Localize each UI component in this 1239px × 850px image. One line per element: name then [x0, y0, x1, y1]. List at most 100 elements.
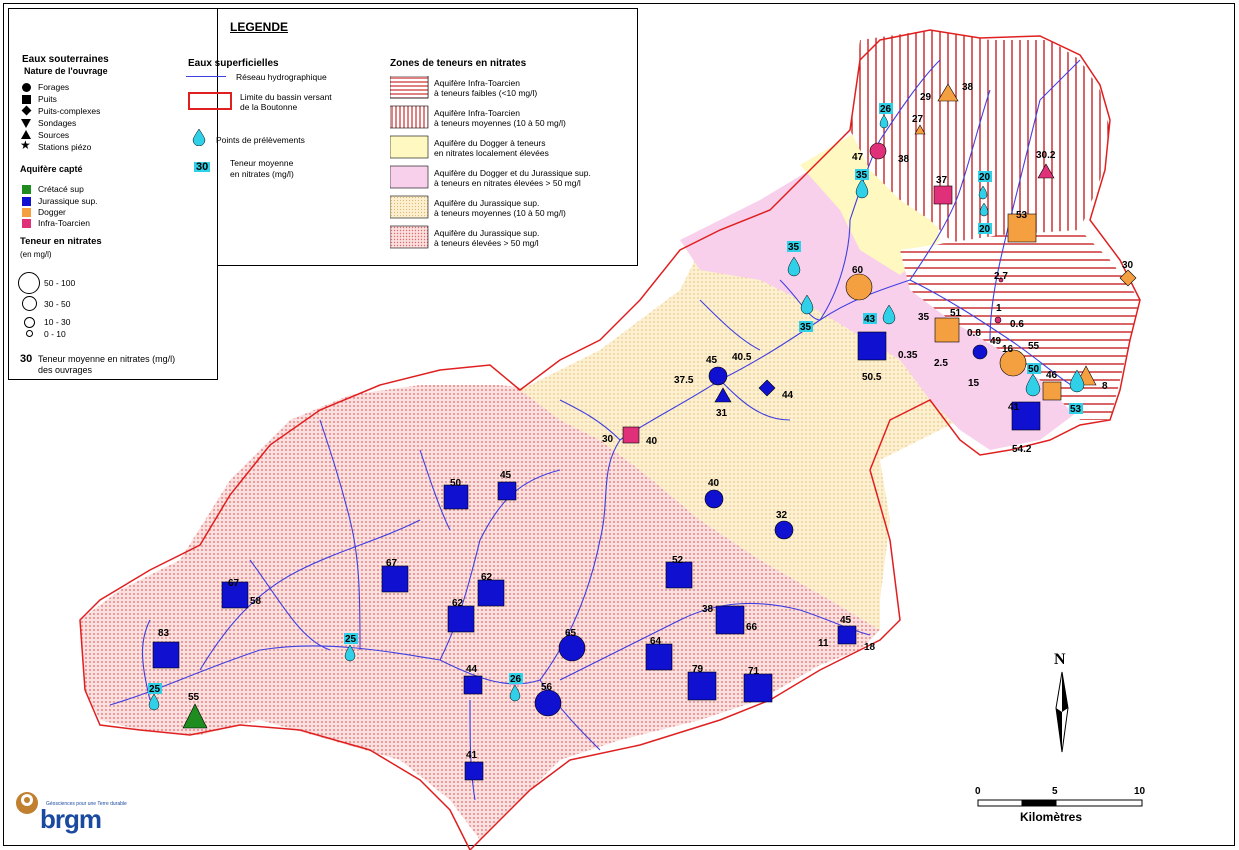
surface-label-bg — [509, 673, 523, 684]
size-class-icon — [24, 317, 35, 328]
dogger-square — [1042, 381, 1062, 401]
infra-value-label: 30 — [602, 434, 614, 445]
zone-jurassic-high — [80, 385, 880, 840]
well-square — [1011, 401, 1041, 431]
dogger-square — [1007, 213, 1037, 243]
surface-value-label: 20 — [979, 224, 991, 235]
surface-title: Eaux superficielles — [188, 58, 279, 69]
surface-value-label: 20 — [979, 172, 991, 183]
north-label: N — [1054, 651, 1066, 668]
logo-tagline: Géosciences pour une Terre durable — [46, 801, 127, 807]
zone-6-l1: Aquifère du Jurassique sup. — [434, 228, 540, 238]
zone-4-l1: Aquifère du Dogger et du Jurassique sup. — [434, 168, 591, 178]
zone-infra-low — [900, 230, 1140, 420]
aquifer-item: Dogger — [38, 207, 66, 217]
jurassic-value-label: 37.5 — [674, 375, 694, 386]
nitrate-title: Teneur en nitrates — [20, 236, 102, 247]
zones-title: Zones de teneurs en nitrates — [390, 58, 527, 69]
zone-jurassic-medium — [520, 240, 960, 630]
well-square — [463, 675, 483, 695]
jurassic-value-label: 31 — [716, 408, 728, 419]
legend-left-panel — [8, 8, 218, 380]
size-class: 10 - 30 — [44, 317, 71, 327]
aquifer-swatch — [22, 197, 31, 206]
dogger-value-label: 0.8 — [967, 328, 981, 339]
well-square — [665, 561, 693, 589]
infra-value-label: 37 — [936, 175, 948, 186]
infra-value-label: 38 — [898, 154, 910, 165]
dogger-square — [934, 317, 960, 343]
river-swatch — [186, 76, 226, 77]
avg-label-text2: des ouvrages — [38, 365, 93, 375]
surface-label-bg — [344, 633, 358, 644]
jurassic-value-label: 52 — [672, 555, 684, 566]
surface-label-bg — [1069, 403, 1083, 414]
well-circle — [534, 689, 562, 717]
dogger-value-label: 51 — [950, 308, 962, 319]
surface-label-bg — [978, 223, 992, 234]
dogger-value-label: 55 — [1028, 341, 1040, 352]
scale-unit: Kilomètres — [1020, 810, 1083, 824]
jurassic-value-label: 62 — [481, 572, 493, 583]
jurassic-value-label: 67 — [386, 558, 398, 569]
zone-5-l2: à teneurs moyennes (10 à 50 mg/l) — [434, 208, 566, 218]
zones-layer — [80, 30, 1140, 840]
cretace-value-label: 55 — [188, 692, 200, 703]
jurassic-value-label: 18 — [864, 642, 876, 653]
infra-square — [933, 185, 953, 205]
puits-icon — [22, 95, 31, 104]
drop-icon — [148, 693, 160, 711]
surface-avg-1: Teneur moyenne — [230, 158, 294, 168]
surface-avg-2: en nitrates (mg/l) — [230, 169, 294, 179]
dogger-value-label: 2.5 — [934, 358, 948, 369]
surface-label-bg — [978, 171, 992, 182]
scale-tick-0: 0 — [975, 786, 981, 797]
jurassic-value-label: 66 — [746, 622, 758, 633]
drop-icon — [1069, 369, 1085, 393]
aquifer-item: Crétacé sup — [38, 184, 84, 194]
drop-icon — [192, 128, 206, 146]
well-square — [443, 484, 469, 510]
drop-icon — [879, 114, 889, 129]
jurassic-value-label: 65 — [565, 628, 577, 639]
structure-item: Forages — [38, 82, 70, 92]
drop-icon — [978, 185, 988, 200]
dogger-circle — [845, 273, 873, 301]
surface-value-label: 53 — [1070, 404, 1082, 415]
drop-icon — [1025, 373, 1041, 397]
surface-basin-1: Limite du bassin versant — [240, 92, 332, 102]
source-icon — [21, 130, 31, 139]
jurassic-value-label: 45 — [500, 470, 512, 481]
surface-value-label: 25 — [149, 684, 161, 695]
scale-bar — [977, 799, 1143, 807]
surface-value-label: 35 — [800, 322, 812, 333]
structure-item: Puits — [38, 94, 57, 104]
surface-label-bg — [855, 169, 869, 180]
drop-icon — [509, 684, 521, 702]
surface-label-bg — [863, 313, 877, 324]
dogger-circle — [999, 349, 1027, 377]
well-square — [645, 643, 673, 671]
dogger-value-label: 16 — [1002, 344, 1014, 355]
infra-wells — [622, 142, 1055, 444]
dogger-diamond — [1119, 269, 1137, 287]
dogger-value-label: 15 — [968, 378, 980, 389]
dogger-triangle — [937, 83, 959, 102]
well-square — [152, 641, 180, 669]
aquifer-item: Jurassique sup. — [38, 196, 98, 206]
dogger-value-label: 27 — [912, 114, 924, 125]
infra-value-label: 40 — [646, 436, 658, 447]
jurassic-value-label: 71 — [748, 666, 760, 677]
zone-3-l1: Aquifère du Dogger à teneurs — [434, 138, 546, 148]
dogger-wells — [845, 83, 1137, 401]
well-square — [743, 673, 773, 703]
well-circle — [708, 366, 728, 386]
surface-label-bg — [1027, 363, 1041, 374]
infra-value-label: 0.6 — [1010, 319, 1024, 330]
well-diamond — [758, 379, 776, 397]
well-circle — [558, 634, 586, 662]
basin-boundary — [79, 29, 1141, 850]
zone-2-l1: Aquifère Infra-Toarcien — [434, 108, 520, 118]
surface-label-bg — [799, 321, 813, 332]
well-square — [464, 761, 484, 781]
